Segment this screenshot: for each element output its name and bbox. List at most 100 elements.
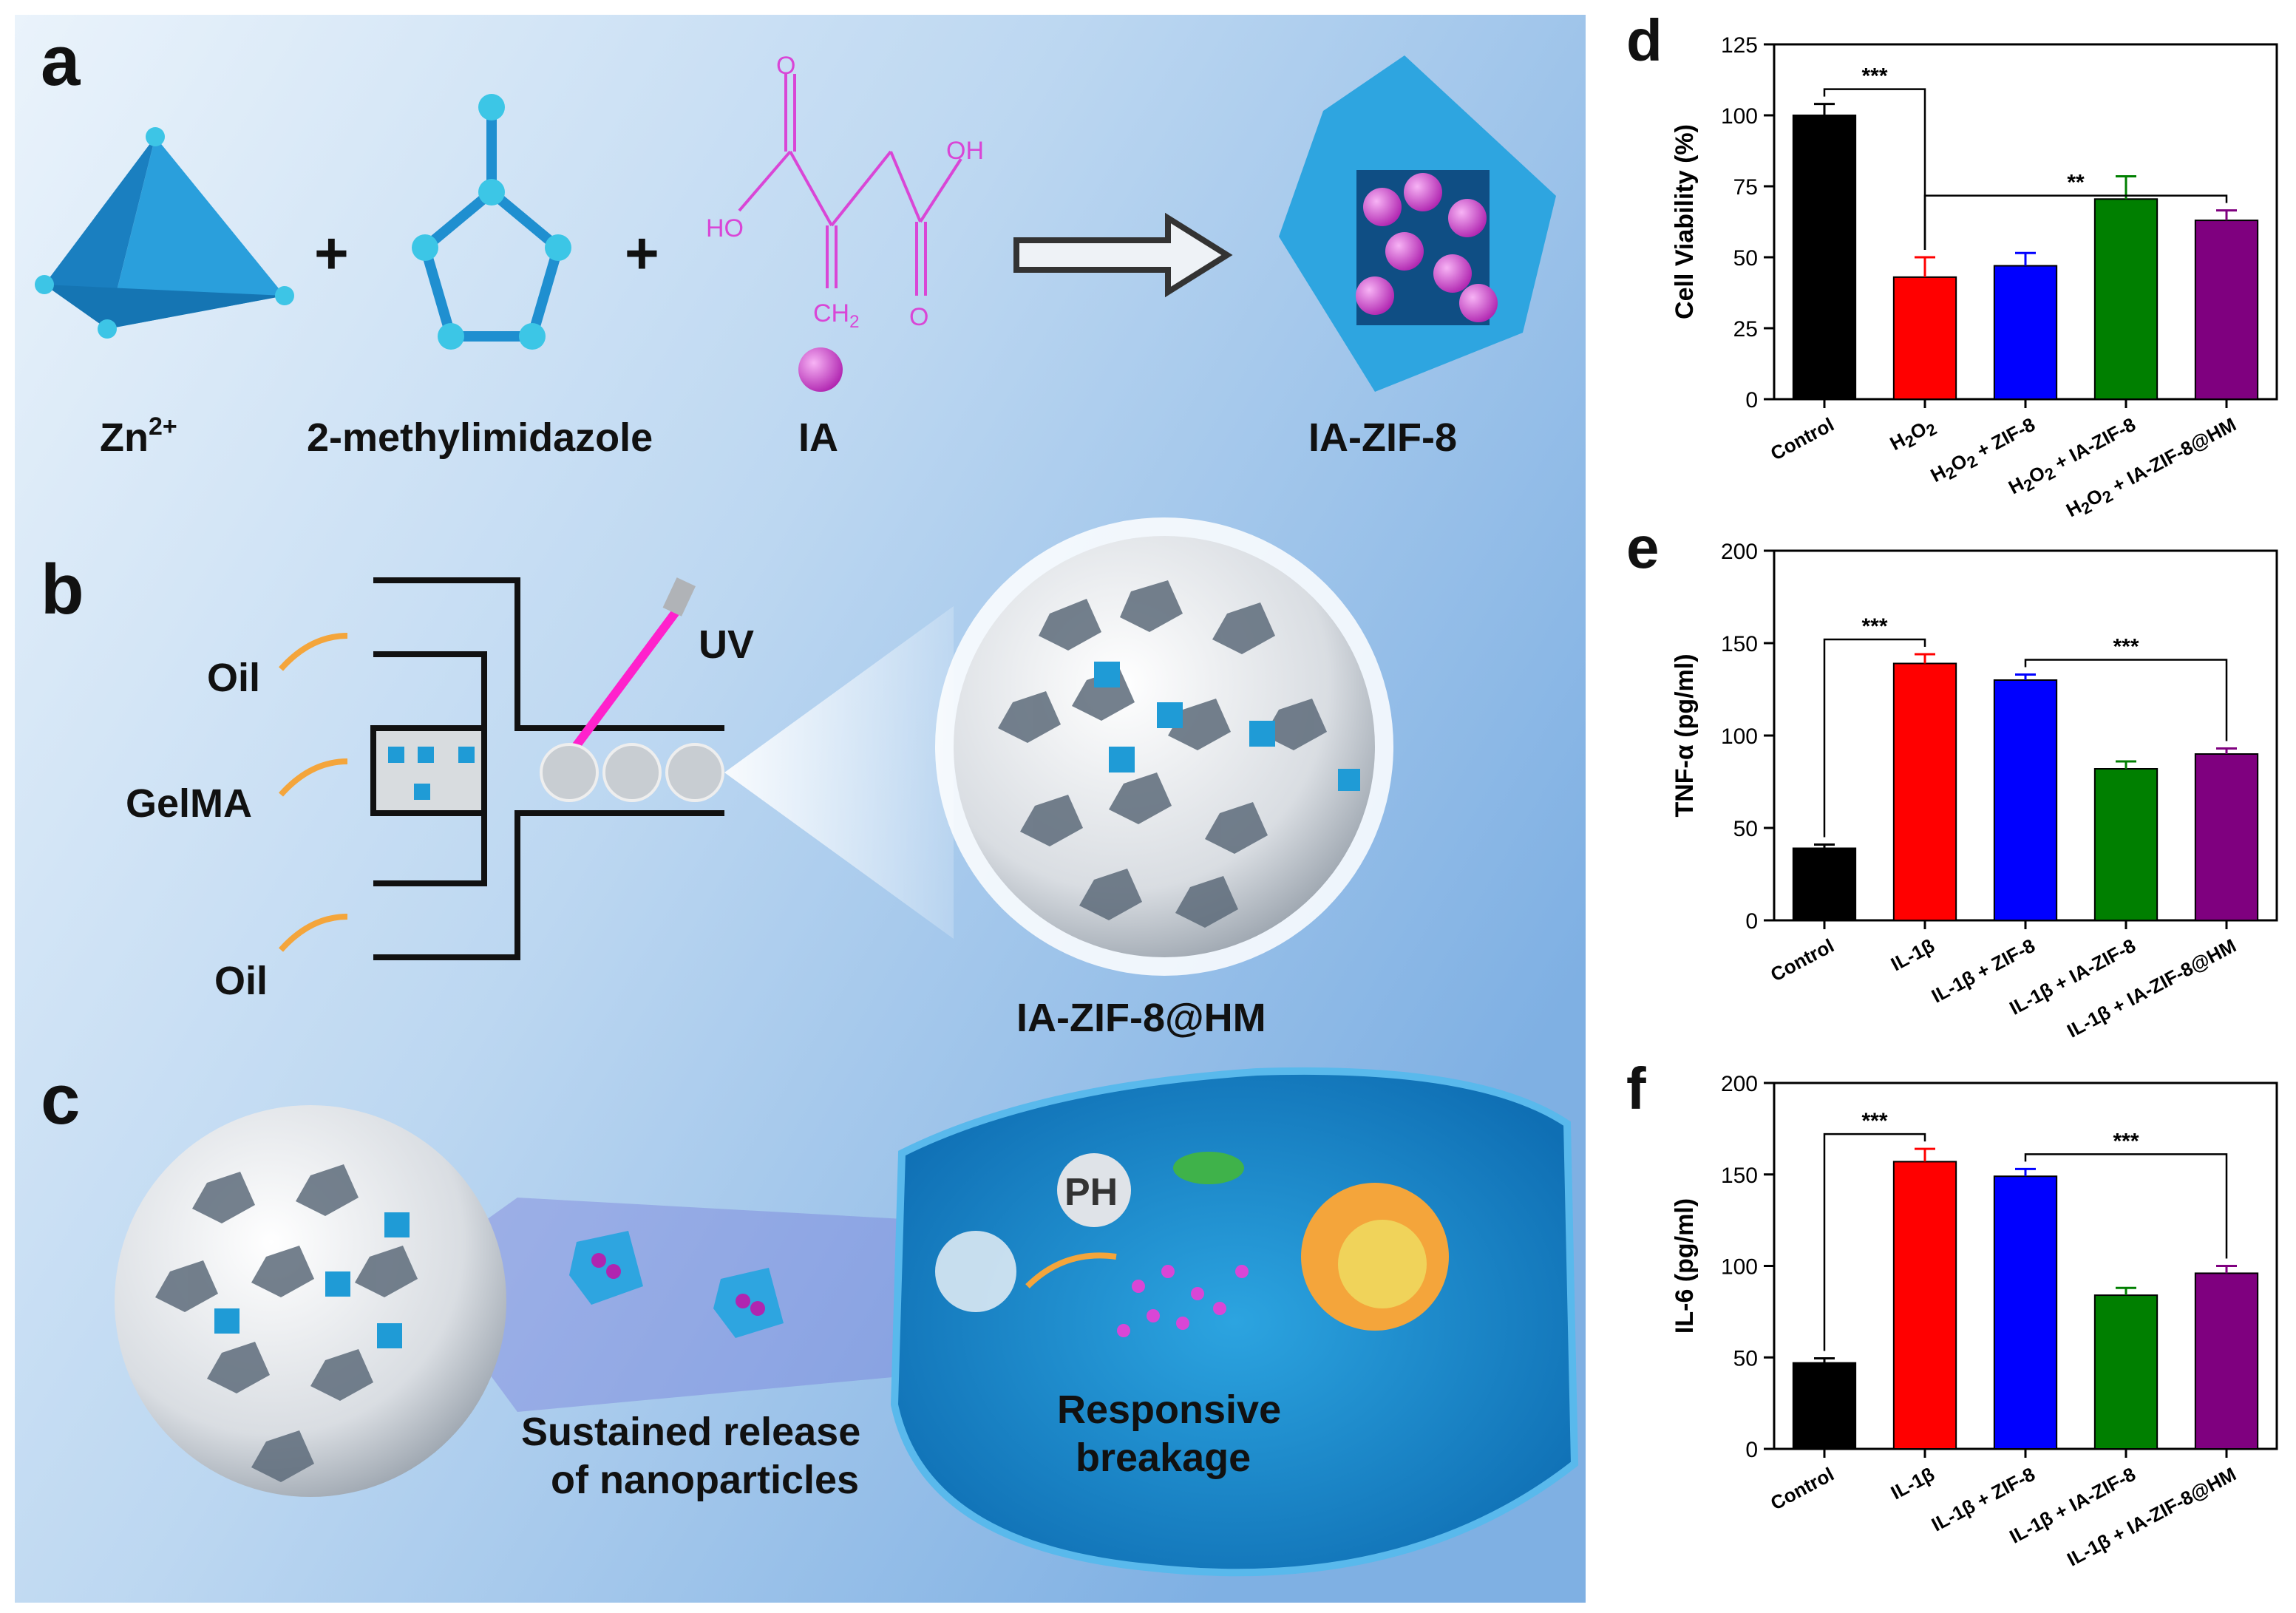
bar-1 (1892, 276, 1957, 400)
label-c: c (41, 1060, 80, 1139)
gelma-arrow (279, 758, 348, 797)
embedded-zif-particles (998, 580, 1327, 928)
ia-zif-8-hm-label: IA-ZIF-8@HM (1016, 996, 1266, 1040)
bar-3 (2093, 198, 2159, 400)
significance-bracket (1823, 88, 1926, 250)
significance-label: *** (1861, 1109, 1887, 1133)
bar-2 (1993, 679, 2058, 921)
oil-label-top: Oil (207, 656, 260, 700)
y-axis-label: Cell Viability (%) (1671, 124, 1699, 319)
plus-1: + (314, 220, 349, 286)
bar-3 (2093, 1294, 2159, 1450)
release-label-2: of nanoparticles (551, 1458, 859, 1502)
mitochondria-icon (1173, 1152, 1244, 1184)
zn-tetrahedron-icon (35, 127, 294, 339)
y-tick-label: 75 (1733, 175, 1758, 200)
released-ia-molecules (1117, 1265, 1249, 1337)
y-axis-label: TNF-α (pg/ml) (1671, 653, 1699, 817)
released-nanoparticles (569, 1231, 784, 1338)
gelma-label: GelMA (126, 781, 252, 826)
ph-bubble (935, 1231, 1016, 1312)
y-tick-label: 100 (1721, 724, 1758, 749)
itaconic-acid-structure (738, 74, 962, 296)
significance-label: *** (2113, 1129, 2139, 1153)
x-tick-label-1: H2O2 (1886, 413, 1940, 458)
significance-bracket (1823, 638, 1926, 838)
chem-ch2: CH2 (813, 299, 859, 332)
bar-0 (1792, 115, 1857, 400)
y-tick-label: 100 (1721, 104, 1758, 129)
bar-4 (2194, 753, 2259, 921)
y-tick-label: 25 (1733, 317, 1758, 342)
y-tick-label: 50 (1733, 1346, 1758, 1371)
schematic-illustration: a + + O OH HO O CH2 (15, 15, 1586, 1603)
ph-badge (1057, 1153, 1131, 1227)
plus-2: + (625, 220, 659, 286)
x-tick-label-4: H2O2 + IA-ZIF-8@HM (2062, 413, 2241, 525)
microfluidic-chip (373, 577, 724, 960)
release-beam (414, 1198, 917, 1412)
bar-0 (1792, 847, 1857, 921)
x-tick-label-4: IL-1β + IA-ZIF-8@HM (2063, 1463, 2240, 1571)
bar-4 (2194, 220, 2259, 400)
oil-label-bottom: Oil (214, 959, 268, 1003)
significance-label: *** (2113, 635, 2139, 659)
y-tick-label: 0 (1745, 909, 1758, 934)
chem-ho: HO (706, 214, 744, 242)
release-label-1: Sustained release (521, 1410, 860, 1454)
ia-zif-8-label: IA-ZIF-8 (1308, 415, 1457, 460)
y-tick-label: 125 (1721, 33, 1758, 58)
significance-label: ** (2067, 171, 2085, 195)
gelma-particles (388, 747, 475, 800)
x-tick-label-0: Control (1767, 413, 1838, 465)
y-tick-label: 200 (1721, 1072, 1758, 1096)
significance-bracket (1923, 194, 2228, 250)
bar-2 (1993, 265, 2058, 400)
imidazole-label: 2-methylimidazole (307, 415, 653, 460)
x-tick-label-0: Control (1767, 1463, 1838, 1515)
blue-zif-particles (1094, 662, 1360, 791)
panel-label-f: f (1626, 1064, 1646, 1121)
y-tick-label: 50 (1733, 817, 1758, 841)
gelma-channel (370, 725, 487, 816)
bar-0 (1792, 1362, 1857, 1450)
y-tick-label: 0 (1745, 1438, 1758, 1462)
zn-label: Zn2+ (100, 412, 177, 460)
ia-zif-8-crystal-icon (1279, 55, 1556, 392)
ph-label: PH (1064, 1171, 1118, 1214)
sphere-particles-c (155, 1164, 418, 1482)
breakage-label-2: breakage (1076, 1436, 1251, 1480)
bar-2 (1993, 1175, 2058, 1450)
y-tick-label: 0 (1745, 388, 1758, 412)
y-tick-label: 150 (1721, 1164, 1758, 1188)
x-tick-label-4: IL-1β + IA-ZIF-8@HM (2063, 934, 2240, 1042)
significance-bracket (1823, 1133, 1926, 1351)
y-tick-label: 50 (1733, 246, 1758, 271)
uv-lamp-icon (662, 577, 696, 617)
significance-label: *** (1861, 614, 1887, 639)
y-tick-label: 100 (1721, 1255, 1758, 1280)
x-tick-label-1: IL-1β (1887, 1463, 1938, 1504)
nucleus-icon (1301, 1183, 1449, 1331)
significance-bracket (2024, 1153, 2228, 1259)
chem-oh: OH (946, 137, 984, 165)
oil-arrow-top (279, 633, 348, 671)
imidazole-ring-icon (418, 107, 565, 342)
reaction-arrow-icon (1013, 212, 1233, 298)
chem-o-top: O (776, 52, 795, 80)
y-axis-label: IL-6 (pg/ml) (1671, 1198, 1699, 1334)
imidazole-atoms (412, 94, 571, 350)
uv-label: UV (699, 622, 754, 667)
ia-label: IA (798, 415, 838, 460)
microgel-droplets (540, 743, 724, 802)
bar-1 (1892, 1161, 1957, 1450)
bar-3 (2093, 768, 2159, 921)
zoom-cone (724, 606, 954, 939)
uv-beam (569, 603, 684, 753)
label-b: b (41, 550, 84, 629)
significance-bracket (2024, 659, 2228, 741)
bar-4 (2194, 1272, 2259, 1450)
